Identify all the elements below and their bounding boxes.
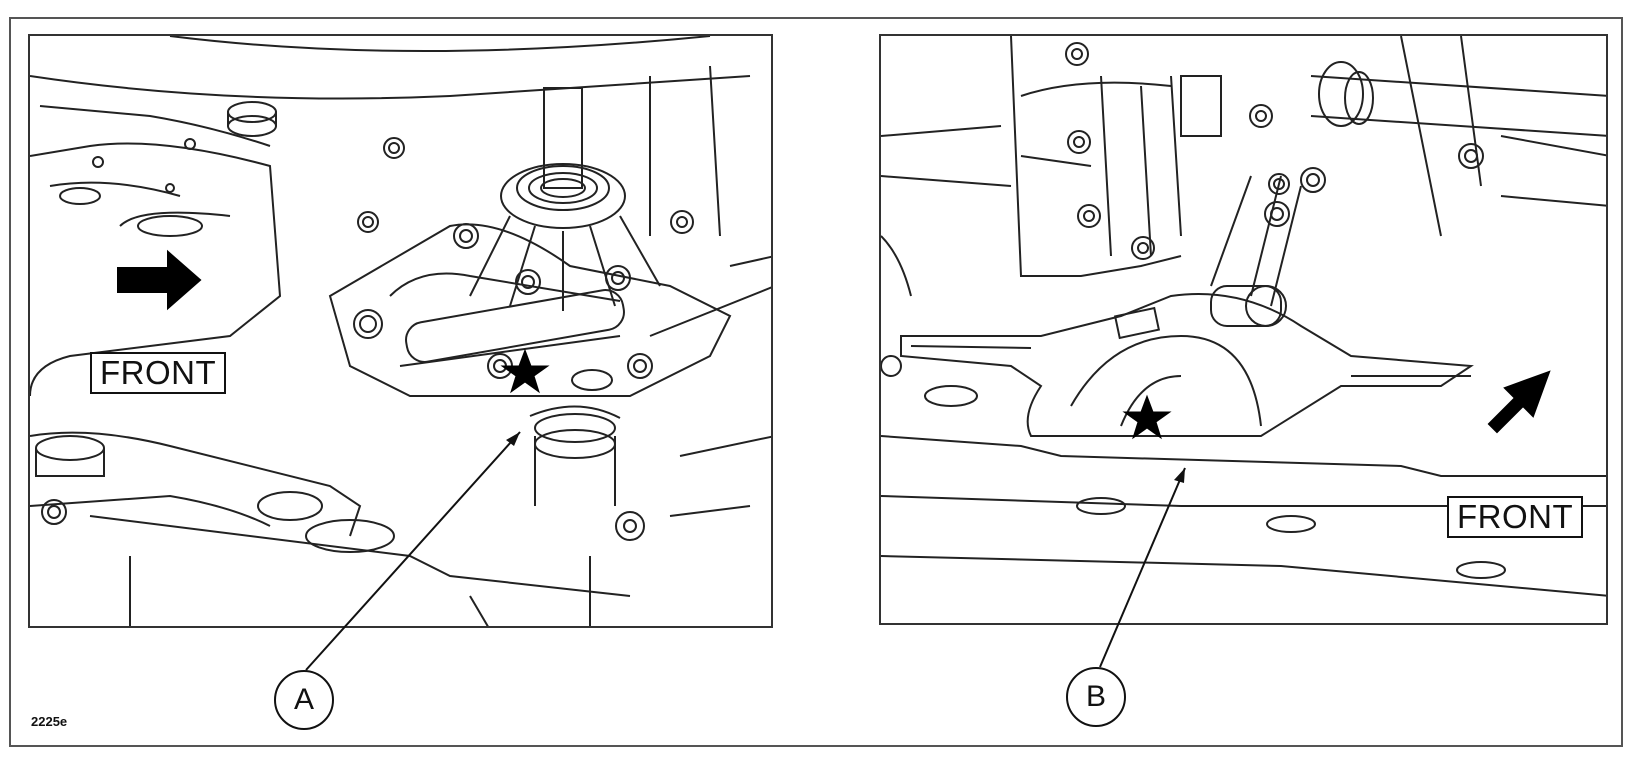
front-label-a: FRONT: [90, 352, 227, 394]
panel-b-illustration: FRONT: [879, 34, 1608, 625]
panel-a-illustration: FRONT: [28, 34, 773, 628]
direction-arrow-b: [1487, 370, 1551, 434]
star-icon: [1122, 394, 1172, 440]
engine-mount-drawing-b: [881, 36, 1606, 597]
engine-mount-drawing-a: [30, 36, 771, 626]
figure-code: 2225e: [31, 714, 68, 729]
direction-arrow-a: [117, 249, 202, 311]
star-icon: [500, 348, 550, 394]
callout-a: A: [274, 670, 334, 730]
front-label-b: FRONT: [1447, 496, 1584, 538]
callout-b: B: [1066, 667, 1126, 727]
